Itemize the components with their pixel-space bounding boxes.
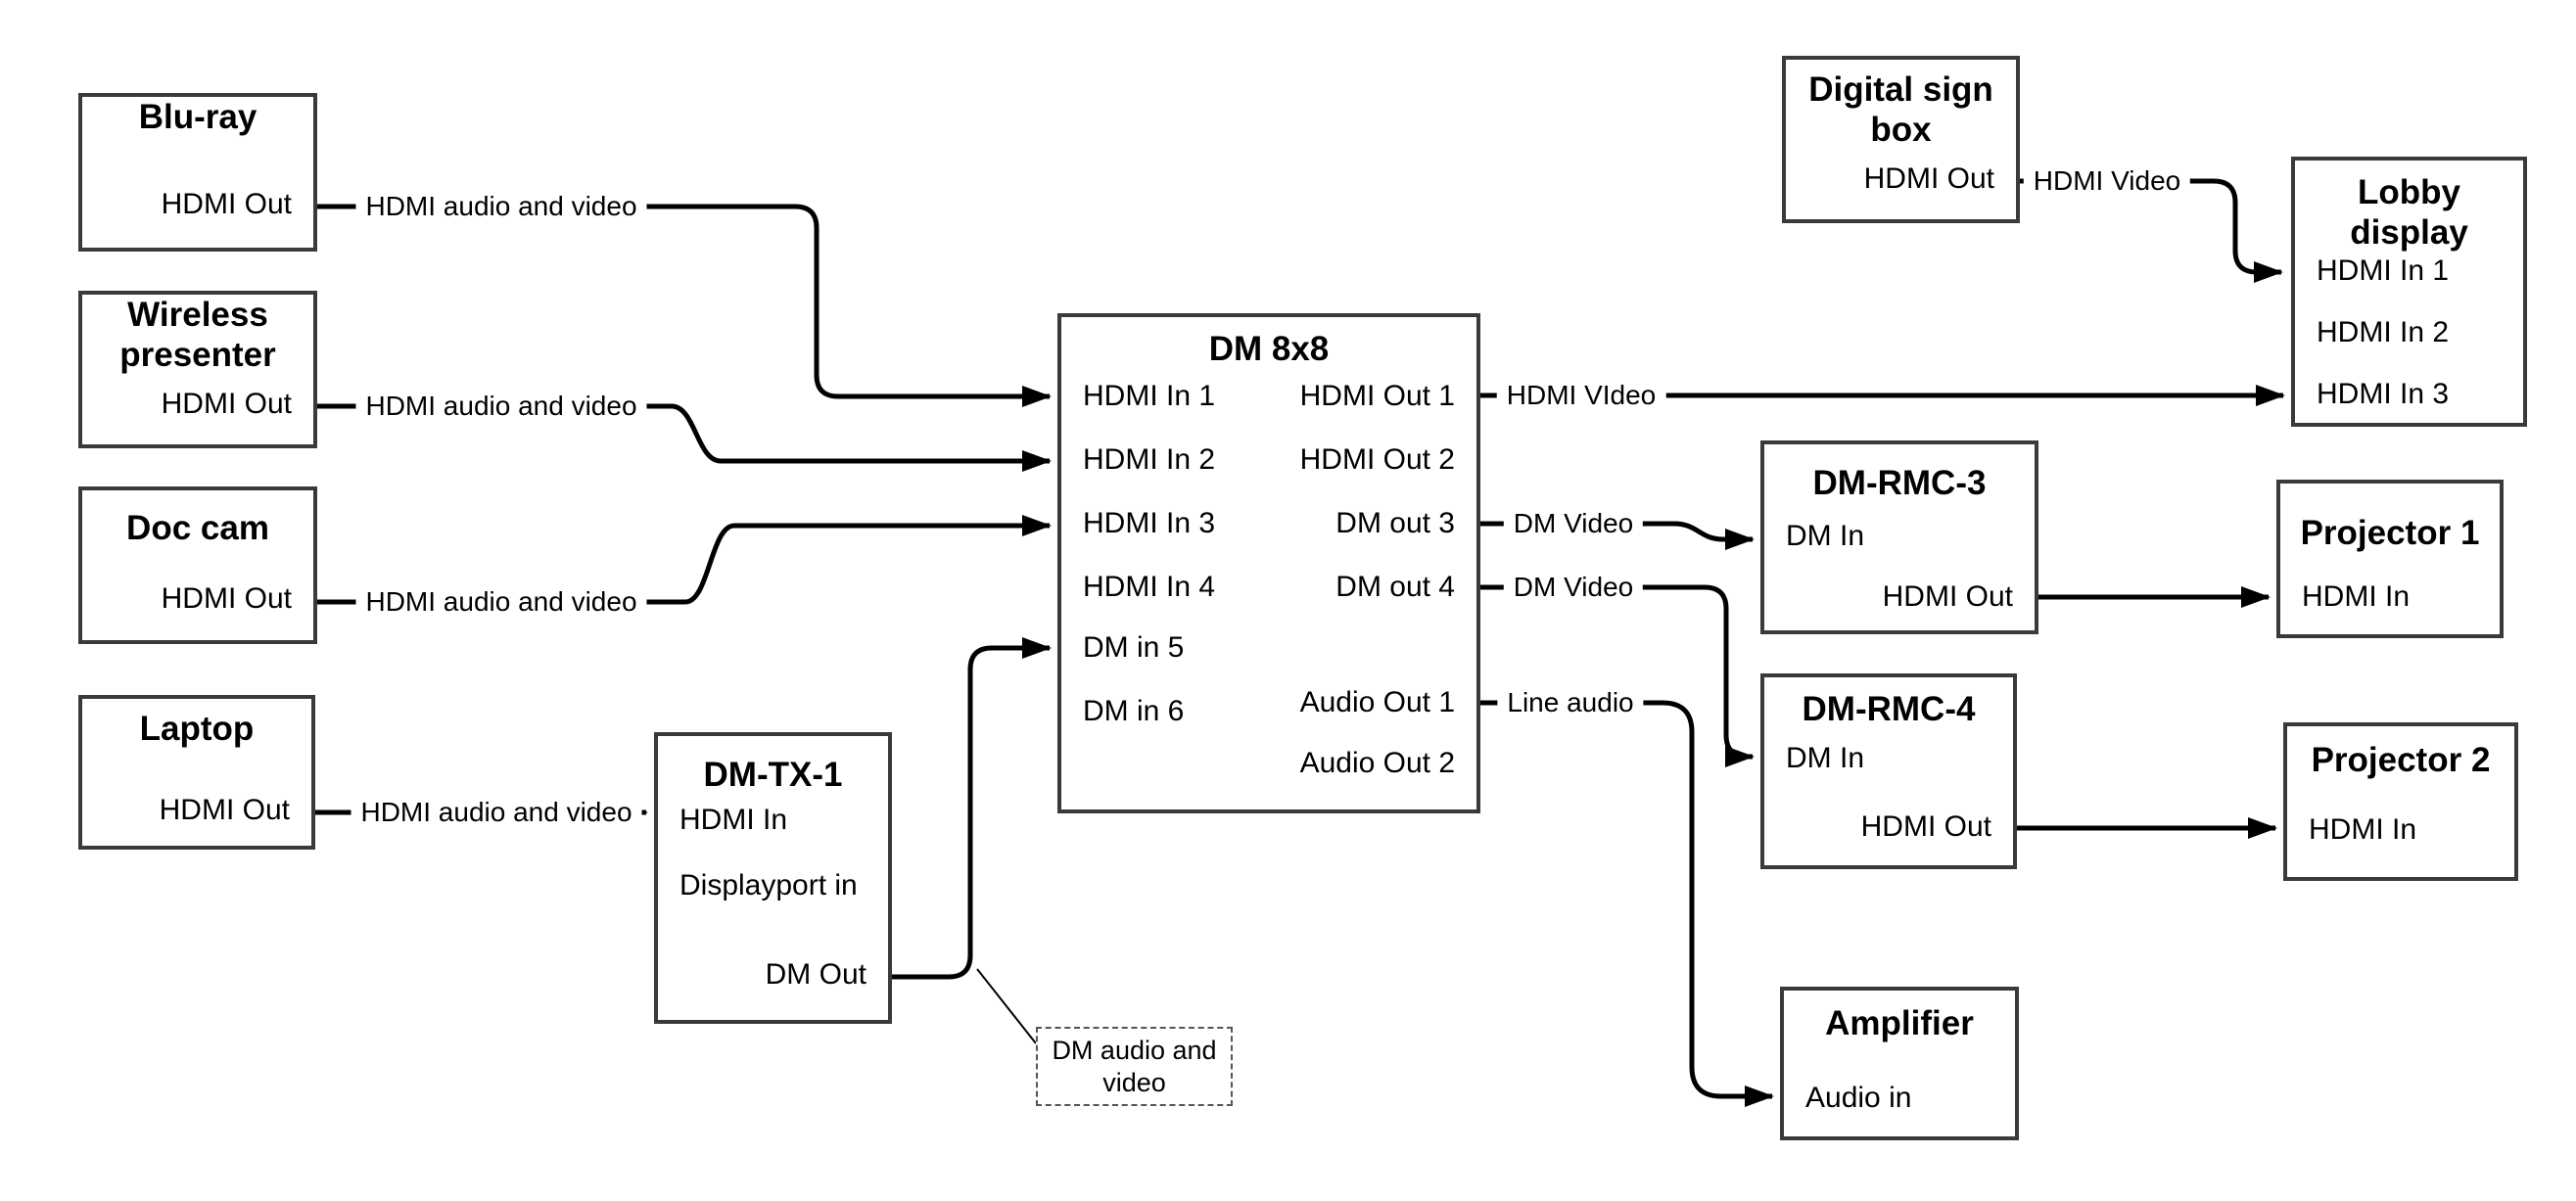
node-title: DM-RMC-4 [1802,690,1976,728]
edge-label-bluray: HDMI audio and video [355,190,647,223]
port-dmrmc3-hdmi-out: HDMI Out [1882,580,2013,613]
port-laptop-hdmi-out: HDMI Out [159,794,290,826]
node-title: Projector 2 [2311,741,2491,779]
port-digitalsign-hdmi-out: HDMI Out [1863,162,1994,195]
port-lobby-hdmi-in-3: HDMI In 3 [2317,378,2450,410]
port-dm8x8-hdmi-in-2: HDMI In 2 [1083,443,1216,476]
port-dm8x8-dm-out-4: DM out 4 [1335,571,1455,603]
node-title: Doc cam [126,509,269,547]
node-title: DM-RMC-3 [1812,464,1987,502]
connector-dmtx1-to-dm8x8-in5 [891,637,1052,980]
port-dm8x8-hdmi-in-1: HDMI In 1 [1083,380,1216,412]
node-title: Laptop [139,710,255,748]
connector-doccam-to-dm8x8-in3 [317,515,1052,605]
connector-digitalsign-to-lobby-in1 [2020,178,2283,283]
edge-label-wireless: HDMI audio and video [355,390,647,423]
connector-dm8x8-audioout1-to-amplifier [1480,700,1774,1107]
node-wireless-presenter: Wireless presenter HDMI Out [78,291,317,448]
port-dm8x8-audio-out-1: Audio Out 1 [1299,686,1455,718]
port-projector2-hdmi-in: HDMI In [2309,813,2417,846]
port-wireless-hdmi-out: HDMI Out [161,388,292,420]
edge-label-line-audio: Line audio [1497,686,1644,719]
port-dmtx1-displayport-in: Displayport in [679,869,858,901]
edge-label-dm-video-4: DM Video [1503,571,1644,604]
node-dm-8x8: DM 8x8 HDMI In 1 HDMI In 2 HDMI In 3 HDM… [1057,313,1480,813]
connector-dm8x8-out3-to-dmrmc3 [1480,521,1755,550]
callout-dm-audio-and-video: DM audio and video [1036,1027,1233,1106]
port-dmtx1-hdmi-in: HDMI In [679,804,788,836]
connector-bluray-to-dm8x8-in1 [317,204,1052,407]
connector-dm8x8-out4-to-dmrmc4 [1480,584,1755,767]
port-doccam-hdmi-out: HDMI Out [161,582,292,615]
edge-label-hdmi-video-long: HDMI VIdeo [1496,379,1666,412]
port-projector1-hdmi-in: HDMI In [2302,580,2411,613]
port-dm8x8-hdmi-in-4: HDMI In 4 [1083,571,1216,603]
node-projector-2: Projector 2 HDMI In [2283,722,2518,881]
node-title: Projector 1 [2300,514,2480,552]
node-title: Amplifier [1825,1004,1974,1042]
callout-leader-line [976,968,1037,1044]
node-title: DM-TX-1 [703,756,843,794]
port-amplifier-audio-in: Audio in [1805,1082,1912,1114]
port-dm8x8-hdmi-in-3: HDMI In 3 [1083,507,1216,539]
edge-label-doccam: HDMI audio and video [355,585,647,619]
node-bluray: Blu-ray HDMI Out [78,93,317,252]
node-dm-rmc-4: DM-RMC-4 DM In HDMI Out [1760,673,2017,869]
node-title: Blu-ray [138,98,258,136]
node-title: Lobby display [2350,173,2468,252]
node-lobby-display: Lobby display HDMI In 1 HDMI In 2 HDMI I… [2291,157,2527,427]
node-title: Wireless presenter [119,296,276,374]
port-bluray-hdmi-out: HDMI Out [161,188,292,220]
node-dm-tx-1: DM-TX-1 HDMI In Displayport in DM Out [654,732,892,1024]
port-dmtx1-dm-out: DM Out [765,958,866,991]
node-digital-sign-box: Digital sign box HDMI Out [1782,56,2020,223]
node-title: Digital sign box [1808,70,1993,149]
node-doc-cam: Doc cam HDMI Out [78,486,317,644]
connector-wireless-to-dm8x8-in2 [317,403,1052,472]
port-dmrmc3-dm-in: DM In [1786,520,1865,552]
port-dm8x8-dm-in-6: DM in 6 [1083,695,1185,727]
node-dm-rmc-3: DM-RMC-3 DM In HDMI Out [1760,440,2038,634]
edge-label-dm-video-3: DM Video [1503,507,1644,540]
port-dm8x8-dm-out-3: DM out 3 [1335,507,1455,539]
port-dm8x8-audio-out-2: Audio Out 2 [1299,747,1455,779]
port-dmrmc4-dm-in: DM In [1786,742,1865,774]
edge-label-hdmi-video-sign: HDMI Video [2023,164,2191,198]
node-laptop: Laptop HDMI Out [78,695,315,850]
node-amplifier: Amplifier Audio in [1780,987,2019,1140]
port-dm8x8-hdmi-out-1: HDMI Out 1 [1299,380,1455,412]
node-title: DM 8x8 [1208,330,1330,368]
port-dm8x8-dm-in-5: DM in 5 [1083,631,1185,664]
port-lobby-hdmi-in-1: HDMI In 1 [2317,254,2450,287]
edge-label-laptop: HDMI audio and video [351,796,642,829]
port-lobby-hdmi-in-2: HDMI In 2 [2317,316,2450,348]
node-projector-1: Projector 1 HDMI In [2276,480,2504,638]
port-dm8x8-hdmi-out-2: HDMI Out 2 [1299,443,1455,476]
port-dmrmc4-hdmi-out: HDMI Out [1860,810,1991,843]
